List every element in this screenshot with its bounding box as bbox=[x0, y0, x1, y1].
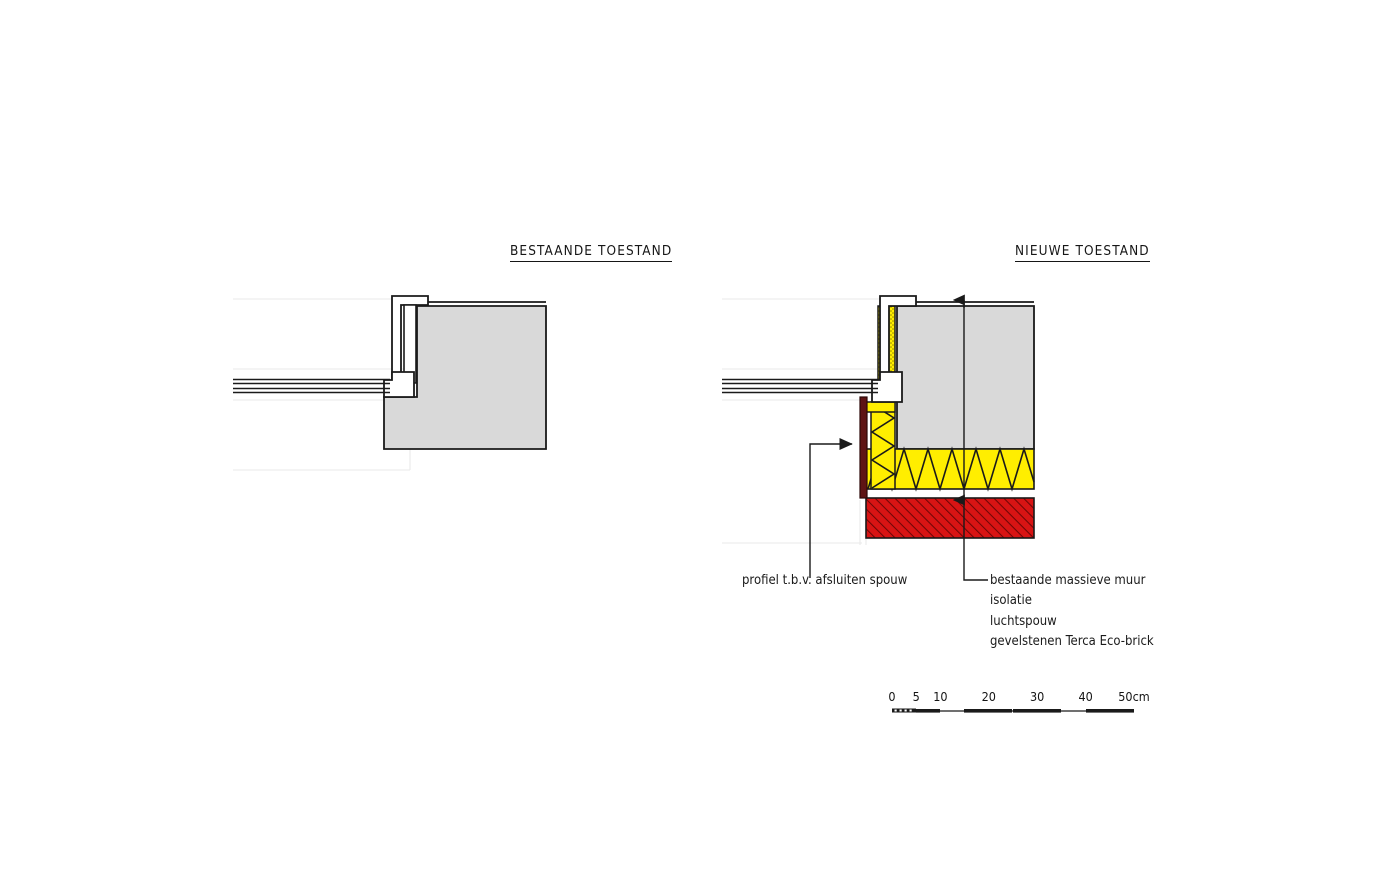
existing-condition-detail bbox=[233, 295, 547, 450]
annotation-layer-stack: bestaande massieve muur isolatie luchtsp… bbox=[990, 571, 1154, 652]
annotation-line-air-cavity: luchtspouw bbox=[990, 613, 1057, 629]
glazing-bead-block-new bbox=[871, 371, 903, 403]
window-casement-existing bbox=[403, 304, 417, 384]
scale-tick-20: 20 bbox=[981, 689, 996, 704]
glazing-unit-existing bbox=[233, 378, 390, 394]
scale-tick-40: 40 bbox=[1078, 689, 1093, 704]
insulation-zigzag-hatch-vertical bbox=[870, 403, 896, 489]
insulation-zigzag-hatch-horizontal bbox=[867, 446, 1035, 492]
annotation-line-existing-wall: bestaande massieve muur bbox=[990, 573, 1146, 588]
scale-tick-0: 0 bbox=[888, 689, 896, 704]
insulation-sill-wedge bbox=[865, 401, 896, 413]
glazing-unit-new bbox=[722, 378, 878, 394]
existing-wall-existing-panel bbox=[383, 305, 547, 450]
scale-tick-50: 50cm bbox=[1118, 689, 1150, 704]
cavity-closer-profile bbox=[859, 396, 868, 499]
new-condition-detail bbox=[722, 295, 1035, 539]
annotation-line-insulation: isolatie bbox=[990, 593, 1032, 609]
scale-tick-30: 30 bbox=[1030, 689, 1045, 704]
facing-brick-layer bbox=[865, 497, 1035, 539]
construction-lines-existing bbox=[233, 298, 411, 471]
leader-line-right bbox=[952, 294, 988, 581]
scale-bar bbox=[892, 708, 1134, 713]
annotation-cavity-closer: profiel t.b.v. afsluiten spouw bbox=[742, 573, 908, 588]
existing-massive-wall bbox=[896, 305, 1035, 450]
leader-line-left bbox=[809, 437, 853, 578]
panel-title-existing: BESTAANDE TOESTAND bbox=[510, 243, 673, 262]
glazing-bead-block-existing bbox=[383, 371, 415, 398]
annotation-line-facing-brick: gevelstenen Terca Eco-brick bbox=[990, 633, 1154, 649]
scale-bar-labels: 0 5 10 20 30 40 50cm bbox=[880, 689, 1160, 707]
panel-title-new: NIEUWE TOESTAND bbox=[1015, 243, 1150, 262]
scale-tick-5: 5 bbox=[912, 689, 920, 704]
scale-tick-10: 10 bbox=[933, 689, 948, 704]
